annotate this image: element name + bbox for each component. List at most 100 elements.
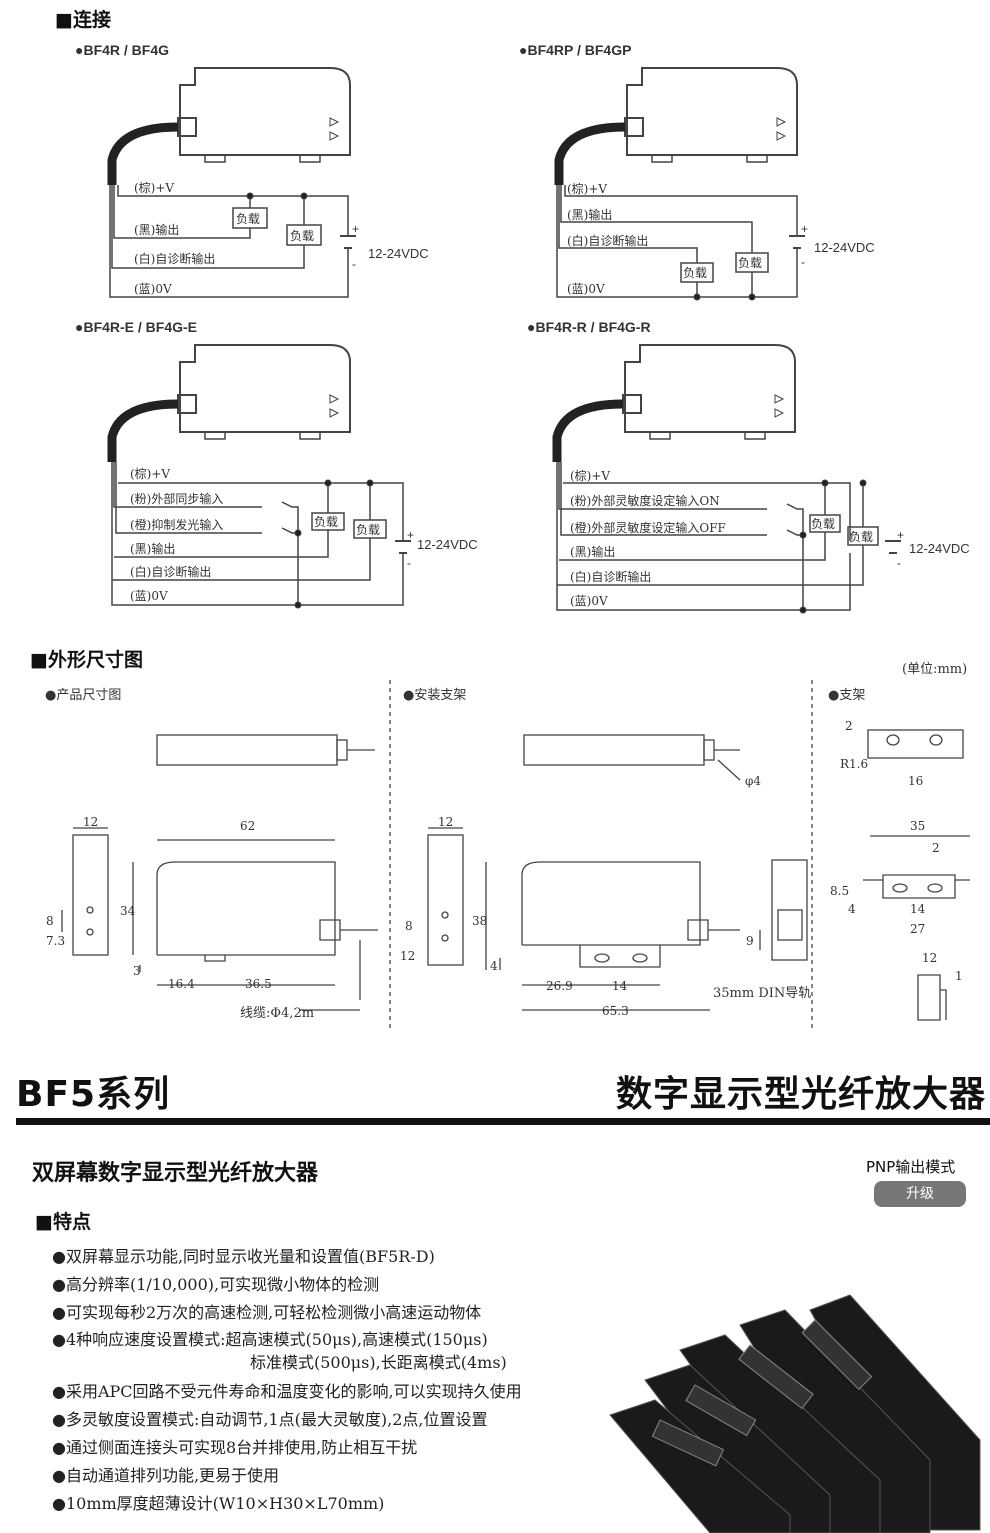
dimensions-heading: ■外形尺寸图: [30, 649, 143, 671]
cable-label: 线缆:Φ4,2m: [240, 1005, 314, 1021]
dim-label: 12: [922, 951, 937, 965]
feature-item: ●多灵敏度设置模式:自动调节,1点(最大灵敏度),2点,位置设置: [52, 1410, 488, 1429]
plus-label: +: [801, 222, 808, 236]
diagram-title: ●BF4R-R / BF4G-R: [527, 319, 651, 335]
feature-item-cont: 标准模式(500μs),长距离模式(4ms): [250, 1353, 507, 1372]
dim-label: 27: [910, 922, 925, 936]
connection-heading: ■连接: [55, 9, 111, 31]
diagram-bf4r-r: ●BF4R-R / BF4G-R (棕)+V (粉)外部灵敏度设定输入ON (橙…: [527, 319, 970, 614]
unit-label: (单位:mm): [902, 662, 968, 677]
dim-label: 2: [932, 841, 940, 855]
dim-label: φ4: [745, 774, 761, 788]
wire-label: (白)自诊断输出: [570, 569, 651, 584]
dim-label: 1: [955, 969, 963, 983]
dim-label: 34: [120, 904, 136, 918]
wire-label: (棕)+V: [567, 181, 607, 196]
diagram-bf4rp: ●BF4RP / BF4GP (棕)+V (黑)输出 (白)自诊断输出 (蓝)0…: [519, 42, 875, 301]
wire-label: (蓝)0V: [570, 594, 608, 608]
load-label: 负载: [356, 523, 380, 537]
minus-label: -: [407, 556, 411, 570]
load-label: 负载: [290, 229, 314, 243]
diagram-title: ●BF4R / BF4G: [75, 42, 169, 58]
minus-label: -: [897, 556, 901, 570]
wire-label: (黑)输出: [134, 222, 179, 237]
wire-label: (橙)抑制发光输入: [130, 517, 223, 532]
supply-label: 12-24VDC: [417, 537, 478, 552]
supply-label: 12-24VDC: [909, 541, 970, 556]
plus-label: +: [897, 528, 904, 542]
dim-label: 4: [848, 902, 856, 916]
diagram-bf4r-e: ●BF4R-E / BF4G-E (棕)+V (粉)外部同步输入 (橙)抑制发光…: [75, 319, 478, 609]
plus-label: +: [407, 528, 414, 542]
dim-label: 3: [133, 964, 141, 978]
wire-label: (白)自诊断输出: [134, 251, 215, 266]
supply-label: 12-24VDC: [814, 240, 875, 255]
series-name: BF5系列: [16, 1074, 171, 1115]
wiring-diagrams: ●BF4R / BF4G (棕)+V (黑)输出 (白)自诊断输出 (蓝)0V …: [75, 42, 970, 614]
dim-label: 38: [472, 914, 487, 928]
wire-label: (粉)外部同步输入: [130, 491, 223, 506]
din-rail-label: 35mm DIN导轨: [713, 986, 811, 1001]
diagram-title: ●BF4RP / BF4GP: [519, 42, 631, 58]
minus-label: -: [352, 257, 356, 271]
dim-label: 14: [910, 902, 926, 916]
feature-item: ●通过侧面连接头可实现8台并排使用,防止相互干扰: [52, 1438, 418, 1457]
dim-label: 12: [438, 815, 453, 829]
wire-label: (蓝)0V: [134, 282, 172, 296]
wire-label: (白)自诊断输出: [130, 564, 211, 579]
features-heading: ■特点: [35, 1211, 91, 1233]
wire-label: (粉)外部灵敏度设定输入ON: [570, 493, 720, 508]
dim-label: 36.5: [245, 977, 272, 991]
product-category: 数字显示型光纤放大器: [615, 1074, 986, 1115]
dim-label: 4: [490, 959, 498, 973]
wire-label: (白)自诊断输出: [567, 233, 648, 248]
wire-label: (橙)外部灵敏度设定输入OFF: [570, 520, 726, 535]
dim-label: 12: [400, 949, 415, 963]
dim-label: 26.9: [546, 979, 573, 993]
dim-label: 65.3: [602, 1004, 629, 1018]
upgrade-badge: 升级: [874, 1181, 966, 1207]
diagram-title: ●BF4R-E / BF4G-E: [75, 319, 197, 335]
wire-label: (棕)+V: [134, 180, 174, 195]
load-label: 负载: [738, 256, 762, 270]
section-product-size: ●产品尺寸图: [45, 688, 122, 703]
feature-item: ●采用APC回路不受元件寿命和温度变化的影响,可以实现持久使用: [52, 1382, 522, 1401]
wire-label: (黑)输出: [130, 541, 175, 556]
load-label: 负载: [683, 266, 707, 280]
load-label: 负载: [811, 517, 835, 531]
subtitle: 双屏幕数字显示型光纤放大器: [32, 1161, 319, 1186]
load-label: 负载: [314, 515, 338, 529]
dim-label: 16.4: [168, 977, 195, 991]
wire-label: (黑)输出: [567, 207, 612, 222]
dim-label: 8: [405, 919, 413, 933]
dim-label: 14: [612, 979, 628, 993]
dimension-drawings: 12 62 34 7.3 8 3 16.4 36.5 线缆:Φ4,2m 12 3…: [46, 680, 970, 1030]
load-label: 负载: [236, 212, 260, 226]
feature-item: ●可实现每秒2万次的高速检测,可轻松检测微小高速运动物体: [52, 1303, 482, 1322]
dim-label: 8.5: [830, 884, 849, 898]
dim-label: 9: [746, 934, 754, 948]
feature-item: ●10mm厚度超薄设计(W10×H30×L70mm): [52, 1494, 385, 1513]
dim-label: 35: [910, 819, 925, 833]
dim-label: R1.6: [840, 757, 868, 771]
minus-label: -: [801, 255, 805, 269]
dim-label: 8: [46, 914, 54, 928]
plus-label: +: [352, 222, 359, 236]
section-mount-bracket: ●安装支架: [403, 688, 467, 703]
wire-label: (棕)+V: [570, 468, 610, 483]
dim-label: 62: [240, 819, 255, 833]
feature-item: ●自动通道排列功能,更易于使用: [52, 1466, 280, 1485]
feature-item: ●高分辨率(1/10,000),可实现微小物体的检测: [52, 1275, 380, 1294]
product-photo: [609, 1294, 981, 1533]
divider: [16, 1118, 990, 1125]
load-label: 负载: [849, 530, 873, 544]
feature-item: ●4种响应速度设置模式:超高速模式(50μs),高速模式(150μs): [52, 1330, 488, 1349]
dim-label: 16: [908, 774, 923, 788]
dim-label: 2: [845, 719, 853, 733]
wire-label: (棕)+V: [130, 466, 170, 481]
diagram-bf4r: ●BF4R / BF4G (棕)+V (黑)输出 (白)自诊断输出 (蓝)0V …: [75, 42, 429, 298]
section-bracket: ●支架: [828, 688, 866, 703]
feature-item: ●双屏幕显示功能,同时显示收光量和设置值(BF5R-D): [52, 1247, 435, 1266]
output-mode: PNP输出模式: [866, 1158, 956, 1176]
